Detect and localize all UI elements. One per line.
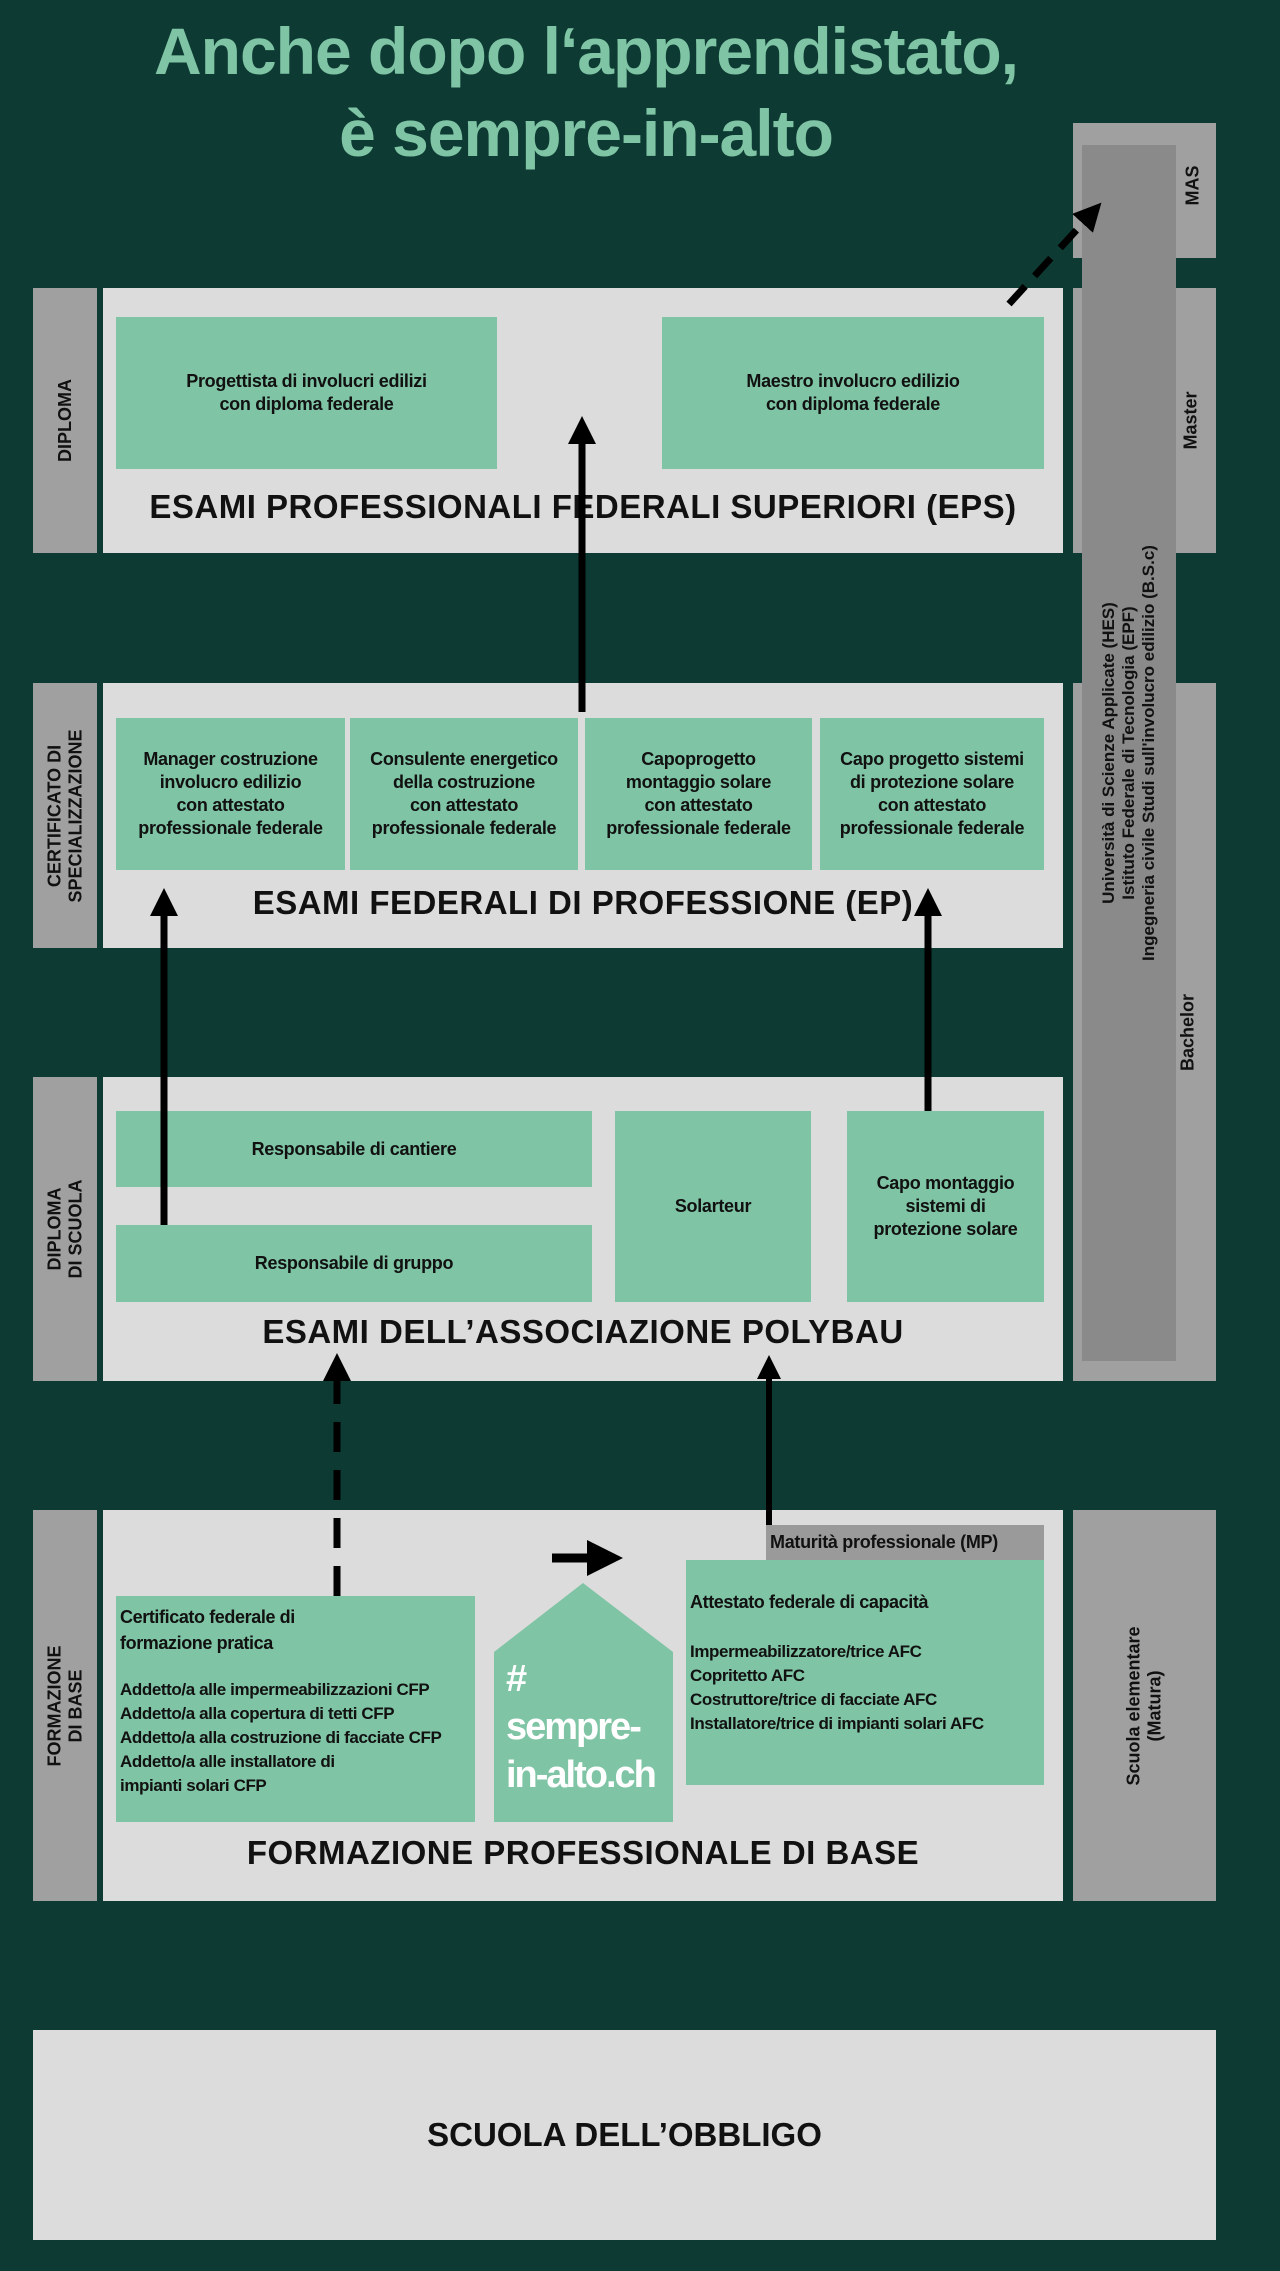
cfp-item: Addetto/a alle installatore di [120, 1752, 335, 1771]
level-scuola-elementare: Scuola elementare(Matura) [1073, 1510, 1216, 1901]
box-line: professionale federale [371, 818, 557, 838]
box-line: Capo montaggio [876, 1173, 1015, 1193]
level-label: Scuola elementare(Matura) [1124, 1626, 1166, 1785]
ep-box-capoprogetto: Capoprogetto montaggio solare con attestat… [585, 718, 812, 870]
label-line: FORMAZIONE [44, 1645, 64, 1766]
label-line: (Matura) [1144, 1670, 1165, 1742]
polybau-box-capo-montaggio: Capo montaggio sistemi di protezione solar… [847, 1111, 1044, 1302]
eps-box-maestro: Maestro involucro edilizio con diploma fe… [662, 317, 1044, 469]
box-line: protezione solare [873, 1219, 1018, 1239]
cfp-item: Addetto/a alle impermeabilizzazioni CFP [120, 1680, 430, 1699]
base-title: FORMAZIONE PROFESSIONALE DI BASE [246, 1834, 920, 1871]
label-line: CERTIFICATO DI [44, 744, 65, 887]
university-line: Ingegneria civile Studi sull'involucro e… [1139, 545, 1158, 961]
box-line: montaggio solare [625, 772, 772, 792]
polybau-box-gruppo: Responsabile di gruppo [116, 1225, 592, 1302]
box-line: Consulente energetico [370, 749, 558, 769]
box-line: sistemi di [905, 1196, 986, 1216]
university-bar: Università di Scienze Applicate (HES) Is… [1082, 145, 1176, 1361]
label-line: DIPLOMA [44, 1187, 64, 1271]
label-line: DI SCUOLA [65, 1179, 85, 1279]
afc-item: Impermeabilizzatore/trice AFC [690, 1642, 922, 1661]
title-line-1: Anche dopo l‘apprendistato, [153, 14, 1019, 88]
page-title: Anche dopo l‘apprendistato, è sempre-in-… [0, 10, 1172, 174]
box-line: Maestro involucro edilizio [746, 371, 960, 391]
box-line: Capoprogetto [641, 749, 756, 769]
university-line: Istituto Federale di Tecnologia (EPF) [1119, 606, 1138, 900]
cfp-heading: Certificato federale di [120, 1607, 295, 1627]
afc-item: Copritetto AFC [690, 1666, 805, 1685]
eps-box-progettista: Progettista di involucri edilizi con dipl… [116, 317, 497, 469]
box-line: con attestato [176, 795, 285, 815]
label-line: SPECIALIZZAZIONE [65, 728, 86, 903]
afc-item: Installatore/trice di impianti solari AF… [690, 1714, 984, 1733]
box-line: della costruzione [393, 772, 535, 792]
box-line: con attestato [877, 795, 987, 815]
box-line: involucro edilizio [159, 772, 302, 792]
logo-line: sempre- [506, 1706, 642, 1748]
box-line: professionale federale [138, 818, 323, 838]
cfp-box: Certificato federale di formazione prati… [116, 1596, 475, 1822]
house-shape-icon [494, 1583, 673, 1822]
level-diploma: DIPLOMA [33, 288, 97, 553]
mp-label: Maturità professionale (MP) [766, 1525, 1044, 1560]
box-line: con diploma federale [765, 394, 941, 414]
label-line: DI BASE [65, 1669, 85, 1743]
cfp-item: Addetto/a alla costruzione di facciate C… [120, 1728, 442, 1747]
logo-text: # sempre- in-alto.ch [506, 1655, 657, 1799]
university-line: Università di Scienze Applicate (HES) [1099, 602, 1118, 904]
box-line: con diploma federale [219, 394, 394, 414]
eps-title: ESAMI PROFESSIONALI FEDERALI SUPERIORI (… [149, 488, 1017, 525]
level-label: DIPLOMA [54, 379, 75, 462]
box-line: Progettista di involucri edilizi [186, 371, 427, 391]
ep-title: ESAMI FEDERALI DI PROFESSIONE (EP) [252, 884, 914, 921]
polybau-box-solarteur: Solarteur [615, 1111, 811, 1302]
afc-item: Costruttore/trice di facciate AFC [690, 1690, 937, 1709]
logo-line: # [506, 1658, 527, 1700]
box-line: con attestato [409, 795, 519, 815]
obbligo-title: SCUOLA DELL’OBBLIGO [427, 2116, 822, 2153]
level-label: MAS [1182, 165, 1203, 206]
ep-box-manager: Manager costruzione involucro edilizio con… [116, 718, 345, 870]
label-line: Scuola elementare [1123, 1625, 1144, 1786]
box-line: Capo progetto sistemi [840, 749, 1024, 769]
box-line: di protezione solare [849, 772, 1015, 792]
cfp-item: impianti solari CFP [120, 1776, 267, 1795]
ep-box-consulente: Consulente energetico della costruzione co… [350, 718, 578, 870]
polybau-box-cantiere: Responsabile di cantiere [116, 1111, 592, 1187]
afc-heading: Attestato federale di capacità [690, 1592, 929, 1612]
polybau-title: ESAMI DELL’ASSOCIAZIONE POLYBAU [262, 1313, 904, 1350]
level-label: Master [1180, 391, 1201, 450]
obbligo-panel: SCUOLA DELL’OBBLIGO [33, 2030, 1216, 2240]
level-label: Bachelor [1177, 993, 1198, 1071]
cfp-item: Addetto/a alla copertura di tetti CFP [120, 1704, 395, 1723]
box-line: professionale federale [606, 818, 791, 838]
title-line-2: è sempre-in-alto [339, 96, 834, 170]
box-line: Manager costruzione [143, 749, 318, 769]
university-label: Università di Scienze Applicate (HES) Is… [1099, 545, 1159, 961]
ep-box-capo-progetto-sistemi: Capo progetto sistemi di protezione solar… [820, 718, 1044, 870]
cfp-heading: formazione pratica [120, 1633, 273, 1653]
logo-line: in-alto.ch [506, 1754, 657, 1796]
afc-box: Attestato federale di capacità Impermeab… [686, 1560, 1044, 1785]
box-line: professionale federale [839, 818, 1025, 838]
sempre-in-alto-logo: # sempre- in-alto.ch [494, 1583, 673, 1822]
box-line: con attestato [644, 795, 753, 815]
